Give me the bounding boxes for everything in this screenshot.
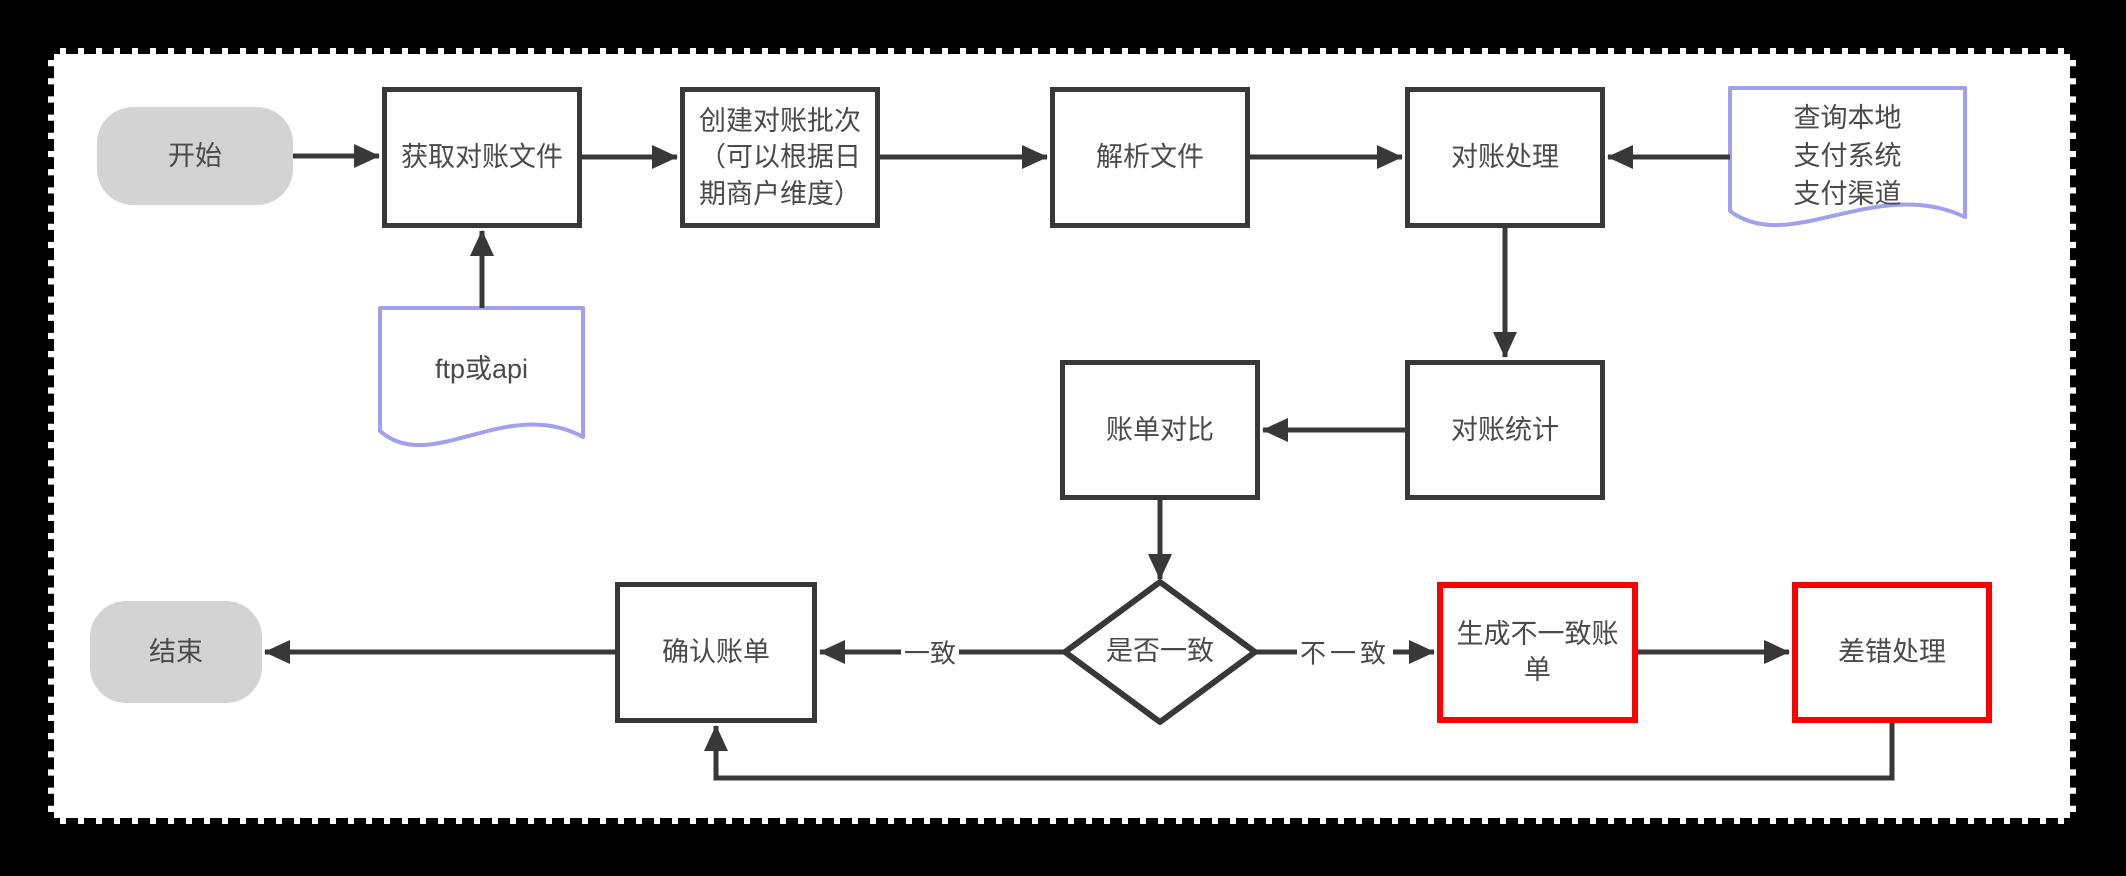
node-confirm-bill-label: 确认账单 xyxy=(662,637,770,668)
node-ftp-or-api: ftp或api xyxy=(380,308,583,431)
node-end: 结束 xyxy=(90,601,262,703)
document-shape-query-local xyxy=(1728,86,1967,228)
node-ftp-or-api-label: ftp或api xyxy=(434,353,529,384)
node-confirm-bill: 确认账单 xyxy=(615,582,817,723)
edge-label-consistent: 一致 xyxy=(900,633,960,671)
node-end-label: 结束 xyxy=(149,636,203,667)
query-local-line1: 查询本地 xyxy=(1793,103,1902,134)
node-error-handling: 差错处理 xyxy=(1792,582,1992,723)
node-bill-compare: 账单对比 xyxy=(1060,360,1260,500)
edge-label-inconsistent: 不一致 xyxy=(1296,633,1394,671)
node-create-batch: 创建对账批次（可以根据日期商户维度） xyxy=(680,87,880,228)
node-start-label: 开始 xyxy=(168,140,222,171)
node-recon-stats: 对账统计 xyxy=(1405,360,1605,500)
node-create-batch-label: 创建对账批次（可以根据日期商户维度） xyxy=(699,105,861,209)
node-recon-process-label: 对账处理 xyxy=(1451,142,1559,173)
node-error-handling-label: 差错处理 xyxy=(1838,637,1946,668)
document-shape-ftp-or-api xyxy=(378,306,585,448)
node-parse-file-label: 解析文件 xyxy=(1096,142,1204,173)
node-recon-stats-label: 对账统计 xyxy=(1451,414,1559,445)
node-recon-process: 对账处理 xyxy=(1405,87,1605,228)
node-generate-inconsistent-bill-label: 生成不一致账单 xyxy=(1456,619,1619,685)
node-fetch-file: 获取对账文件 xyxy=(382,87,582,228)
query-local-line3: 支付渠道 xyxy=(1793,178,1902,209)
node-generate-inconsistent-bill: 生成不一致账单 xyxy=(1437,582,1638,723)
node-is-consistent-label: 是否一致 xyxy=(1106,636,1214,667)
node-query-local-label: 查询本地 支付系统 支付渠道 xyxy=(1794,100,1902,213)
query-local-line2: 支付系统 xyxy=(1793,141,1902,172)
node-query-local: 查询本地 支付系统 支付渠道 xyxy=(1730,92,1965,222)
arrow-error-loop-to-confirm xyxy=(704,722,1895,781)
node-fetch-file-label: 获取对账文件 xyxy=(401,142,563,173)
node-bill-compare-label: 账单对比 xyxy=(1106,414,1214,445)
node-parse-file: 解析文件 xyxy=(1050,87,1250,228)
node-start: 开始 xyxy=(97,107,293,205)
node-is-consistent: 是否一致 xyxy=(1065,582,1255,722)
